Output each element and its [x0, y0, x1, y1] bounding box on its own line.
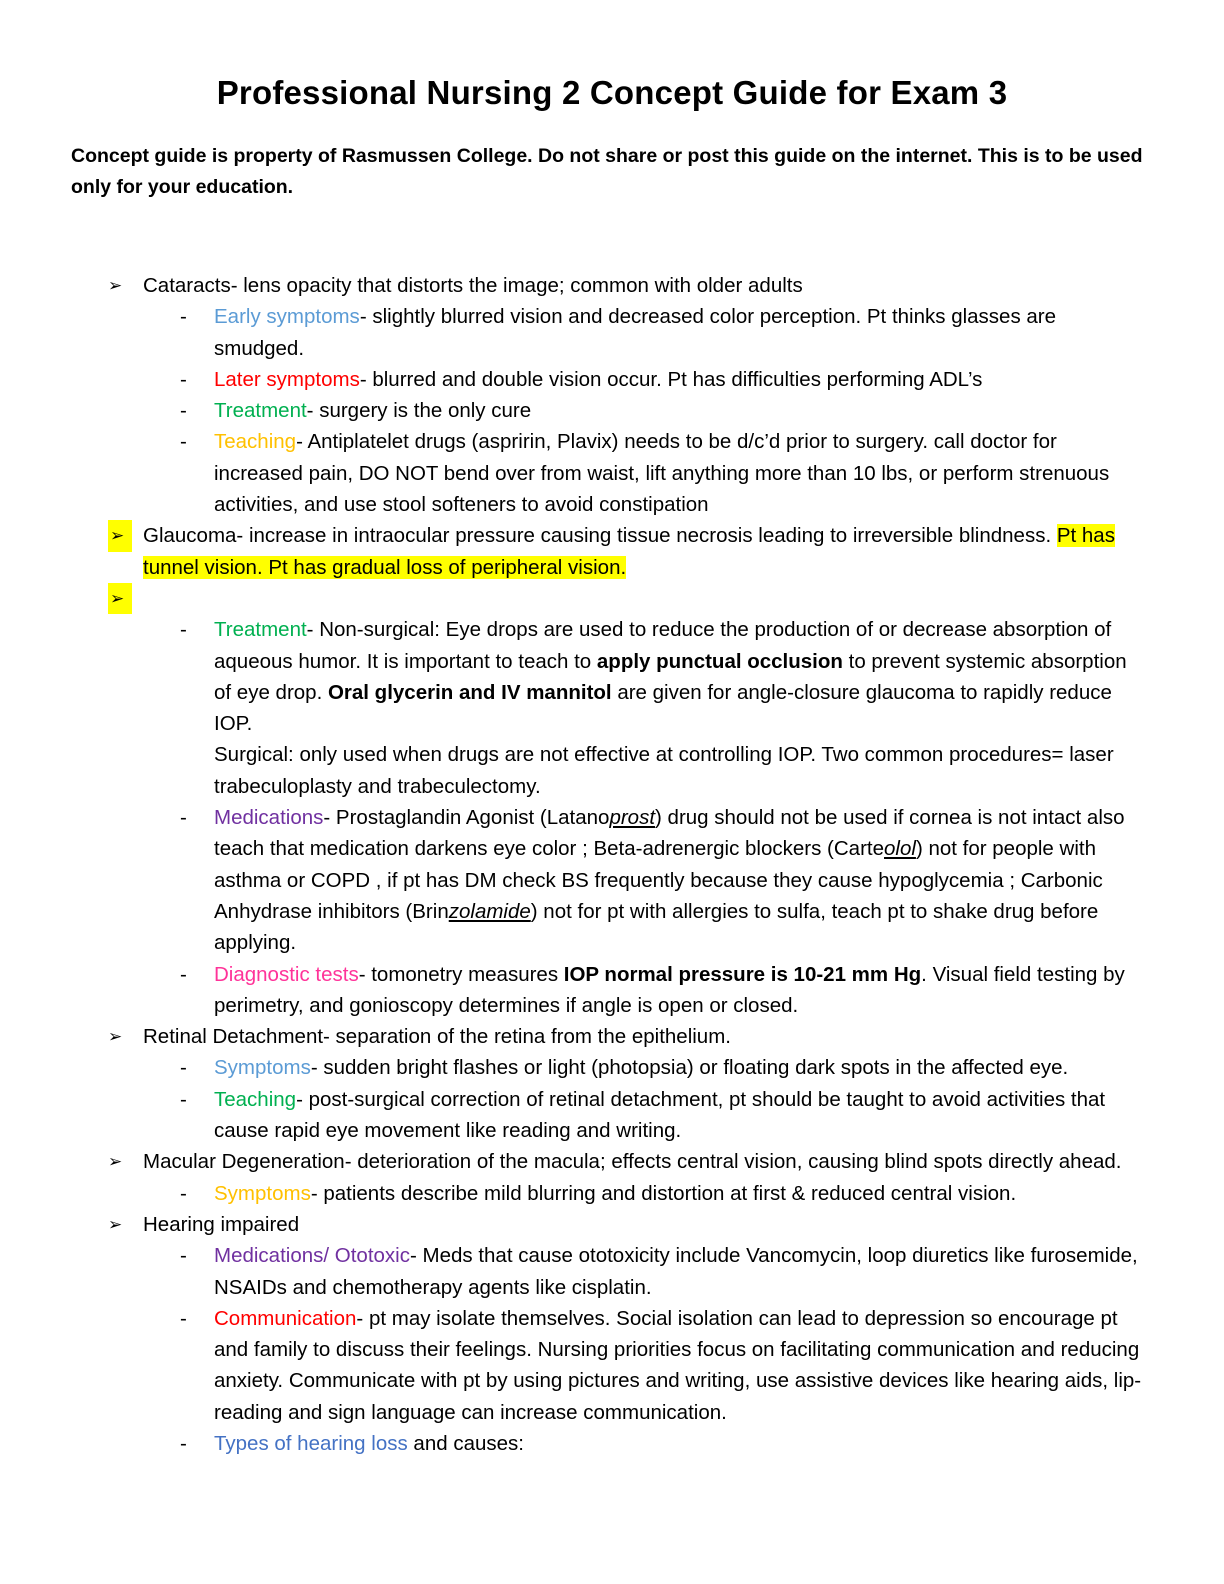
- surgical-text: Surgical: only used when drugs are not e…: [214, 743, 1114, 798]
- medications-text: - Prostaglandin Agonist (Latano: [323, 806, 610, 830]
- sublist-item-teaching: - Teaching- Antiplatelet drugs (aspririn…: [0, 426, 1224, 520]
- treatment-text: - surgery is the only cure: [306, 399, 532, 423]
- medications-label: Medications/ Ototoxic: [214, 1244, 410, 1268]
- sublist-item-glaucoma-treatment: - Treatment- Non-surgical: Eye drops are…: [0, 614, 1224, 802]
- sublist-item-macular-symptoms: - Symptoms- patients describe mild blurr…: [0, 1178, 1224, 1209]
- diagnostic-bold-text: IOP normal pressure is 10-21 mm Hg: [563, 962, 922, 986]
- communication-text: - pt may isolate themselves. Social isol…: [214, 1306, 1142, 1424]
- drug-suffix: olol: [884, 837, 916, 861]
- dash-bullet: -: [180, 806, 187, 830]
- symptoms-text: - sudden bright flashes or light (photop…: [310, 1056, 1069, 1080]
- sublist-item-treatment: - Treatment- surgery is the only cure: [0, 395, 1224, 426]
- later-symptoms-label: Later symptoms: [214, 367, 360, 391]
- symptoms-text: - patients describe mild blurring and di…: [310, 1181, 1017, 1205]
- list-item-hearing-impaired: ➢ Hearing impaired: [0, 1209, 1224, 1240]
- sublist-item-glaucoma-medications: - Medications- Prostaglandin Agonist (La…: [0, 802, 1224, 958]
- hearing-loss-types-text: and causes:: [407, 1431, 524, 1455]
- sublist-item-hearing-communication: - Communication- pt may isolate themselv…: [0, 1303, 1224, 1428]
- dash-bullet: -: [180, 1056, 187, 1080]
- treatment-bold-text: Oral glycerin and IV mannitol: [327, 680, 612, 704]
- symptoms-label: Symptoms: [214, 1181, 311, 1205]
- treatment-label: Treatment: [214, 399, 307, 423]
- page-title: Professional Nursing 2 Concept Guide for…: [216, 74, 1008, 111]
- early-symptoms-text: - slightly blurred vision and decreased …: [214, 305, 1057, 360]
- treatment-label: Treatment: [214, 618, 307, 642]
- sublist-item-hearing-loss-types: - Types of hearing loss and causes:: [0, 1428, 1224, 1459]
- dash-bullet: -: [180, 1087, 187, 1111]
- dash-bullet: -: [180, 1306, 187, 1330]
- cataracts-heading: Cataracts- lens opacity that distorts th…: [143, 274, 803, 297]
- list-item-cataracts: ➢ Cataracts- lens opacity that distorts …: [0, 270, 1224, 301]
- communication-label: Communication: [214, 1306, 357, 1330]
- medications-text: - Meds that cause ototoxicity include Va…: [214, 1244, 1138, 1299]
- later-symptoms-text: - blurred and double vision occur. Pt ha…: [359, 367, 983, 391]
- retinal-heading: Retinal Detachment- separation of the re…: [143, 1025, 731, 1049]
- arrow-bullet-icon: ➢: [108, 1027, 123, 1047]
- arrow-bullet-icon: ➢: [108, 1214, 123, 1234]
- teaching-label: Teaching: [214, 430, 297, 454]
- medications-text: ) drug should not be used if cornea is n…: [214, 806, 1125, 861]
- drug-suffix: zolamide: [448, 899, 531, 923]
- dash-bullet: -: [180, 962, 187, 986]
- diagnostic-tests-label: Diagnostic tests: [214, 962, 359, 986]
- arrow-bullet-icon: ➢: [108, 1152, 123, 1172]
- treatment-bold-text: apply punctual occlusion: [596, 649, 843, 673]
- sublist-item-retinal-symptoms: - Symptoms- sudden bright flashes or lig…: [0, 1052, 1224, 1083]
- dash-bullet: -: [180, 618, 187, 642]
- early-symptoms-label: Early symptoms: [214, 305, 360, 329]
- treatment-text: - Non-surgical: Eye drops are used to re…: [214, 618, 1112, 673]
- arrow-bullet-icon: ➢: [108, 276, 123, 295]
- diagnostic-text: . Visual field testing by perimetry, and…: [214, 962, 1125, 1017]
- macular-heading: Macular Degeneration- deterioration of t…: [143, 1150, 1122, 1174]
- dash-bullet: -: [180, 1244, 187, 1268]
- sublist-item-later-symptoms: - Later symptoms- blurred and double vis…: [0, 364, 1224, 395]
- dash-bullet: -: [180, 430, 187, 454]
- hearing-loss-types-label: Types of hearing loss: [214, 1431, 408, 1455]
- dash-bullet: -: [180, 305, 187, 329]
- list-item-retinal-detachment: ➢ Retinal Detachment- separation of the …: [0, 1021, 1224, 1052]
- sublist-item-early-symptoms: - Early symptoms- slightly blurred visio…: [0, 301, 1224, 364]
- list-item-empty: ➢: [0, 582, 1224, 615]
- symptoms-label: Symptoms: [214, 1056, 311, 1080]
- concept-list: ➢ Cataracts- lens opacity that distorts …: [0, 270, 1224, 1459]
- dash-bullet: -: [180, 1181, 187, 1205]
- sublist-item-diagnostic-tests: - Diagnostic tests- tomonetry measures I…: [0, 959, 1224, 1022]
- arrow-bullet-icon: ➢: [108, 582, 133, 615]
- arrow-bullet-icon: ➢: [108, 520, 133, 552]
- medications-text: ) not for pt with allergies to sulfa, te…: [214, 899, 1099, 955]
- teaching-text: - post-surgical correction of retinal de…: [214, 1087, 1106, 1143]
- medications-label: Medications: [214, 806, 324, 830]
- list-item-glaucoma: ➢ Glaucoma- increase in intraocular pres…: [0, 520, 1224, 583]
- glaucoma-heading: Glaucoma- increase in intraocular pressu…: [143, 524, 1057, 548]
- treatment-text: to prevent systemic absorption of eye dr…: [214, 649, 1127, 704]
- dash-bullet: -: [180, 1431, 187, 1455]
- dash-bullet: -: [180, 399, 187, 423]
- treatment-text: are given for angle-closure glaucoma to …: [214, 680, 1112, 736]
- teaching-label: Teaching: [214, 1087, 297, 1111]
- sublist-item-hearing-medications: - Medications/ Ototoxic- Meds that cause…: [0, 1240, 1224, 1303]
- diagnostic-text: - tomonetry measures: [358, 962, 564, 986]
- dash-bullet: -: [180, 367, 187, 391]
- copyright-notice: Concept guide is property of Rasmussen C…: [71, 145, 1143, 198]
- drug-suffix: prost: [609, 806, 656, 830]
- list-item-macular-degeneration: ➢ Macular Degeneration- deterioration of…: [0, 1146, 1224, 1177]
- medications-text: ) not for people with asthma or COPD , i…: [214, 837, 1103, 923]
- teaching-text: - Antiplatelet drugs (aspririn, Plavix) …: [214, 430, 1110, 517]
- hearing-heading: Hearing impaired: [143, 1212, 300, 1236]
- sublist-item-retinal-teaching: - Teaching- post-surgical correction of …: [0, 1084, 1224, 1147]
